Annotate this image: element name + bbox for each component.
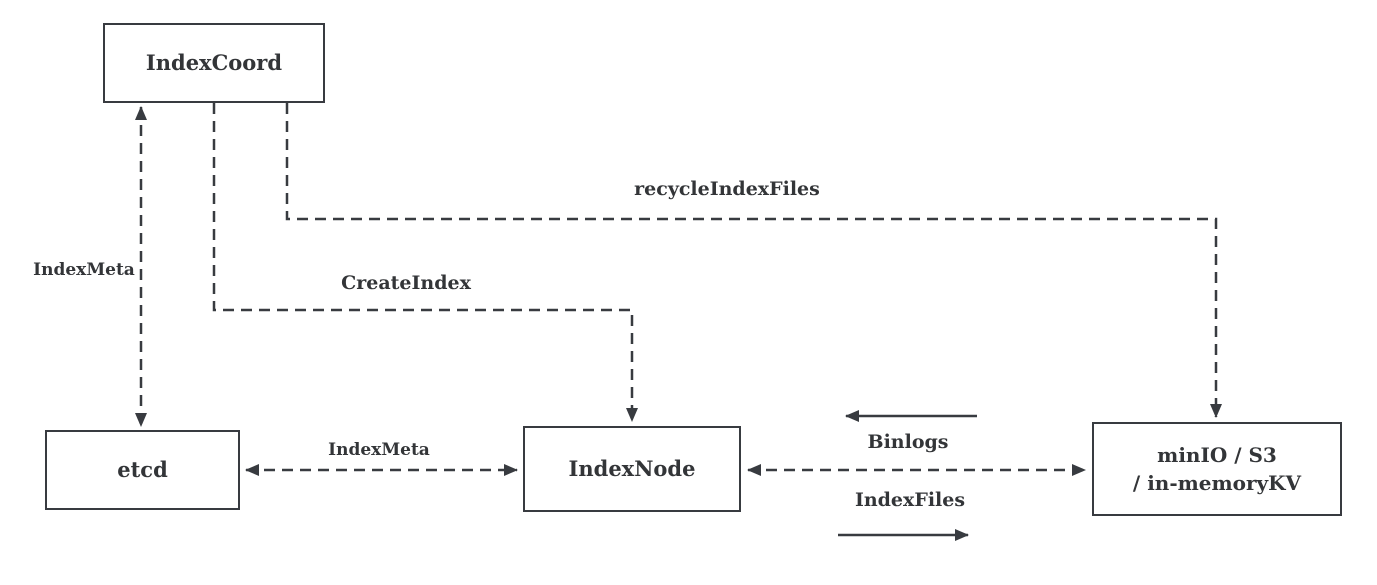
node-etcd: etcd [45, 430, 240, 510]
edge-label-indexmeta-bottom: IndexMeta [328, 440, 430, 460]
edge-create-index [212, 103, 638, 422]
edge-label-recycle-index-files: recycleIndexFiles [634, 178, 820, 200]
node-index-node-label: IndexNode [568, 456, 696, 482]
edge-label-create-index: CreateIndex [341, 272, 471, 294]
node-index-coord: IndexCoord [103, 23, 325, 103]
node-index-node: IndexNode [523, 426, 741, 512]
node-etcd-label: etcd [117, 457, 168, 483]
edge-label-binlogs: Binlogs [867, 431, 949, 453]
edge-label-indexmeta-left: IndexMeta [33, 260, 135, 280]
node-storage-label-line1: minIO / S3 [1157, 443, 1277, 467]
node-storage-label-line2: / in-memoryKV [1132, 471, 1302, 495]
edge-label-index-files: IndexFiles [854, 489, 966, 511]
edge-recycle-index-files [285, 103, 1222, 418]
node-index-coord-label: IndexCoord [145, 50, 283, 76]
node-storage: minIO / S3 / in-memoryKV [1092, 422, 1342, 516]
